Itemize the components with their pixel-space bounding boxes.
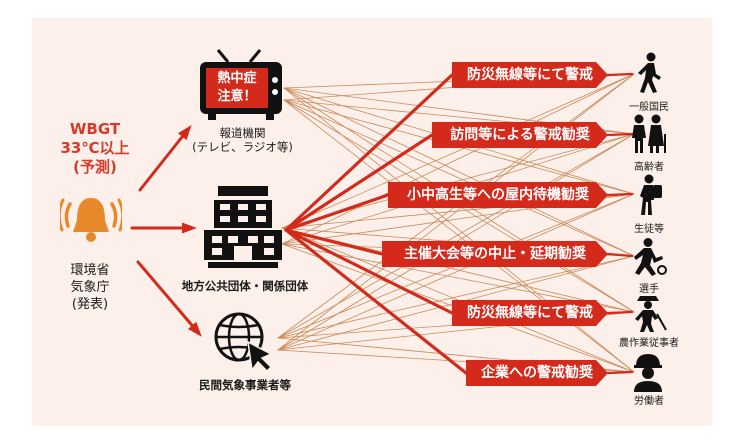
media-label-line-1: 報道機関: [219, 126, 266, 140]
thin-connector-9: [283, 99, 635, 257]
thin-connector-18: [281, 73, 635, 245]
thin-connector-32: [277, 193, 635, 351]
media-label-line-2: (テレビ、ラジオ等): [192, 140, 293, 154]
tv-screen-line-1: 熱中症: [217, 71, 257, 86]
red-connector-3: [284, 228, 384, 256]
elderly-couple-icon: [632, 114, 666, 153]
recipient-label-6: 労働者: [634, 396, 664, 407]
student-icon: [640, 174, 662, 215]
wbgt-forecast: WBGT 33℃以上 (予測): [50, 120, 140, 177]
recipient-arrow-0: [606, 72, 634, 77]
worker-icon: [634, 354, 662, 392]
tv-screen-text: 熱中症 注意！: [206, 70, 268, 106]
message-box-6: 企業への警戒勧奨: [466, 360, 608, 386]
alarm-bell-icon: [60, 198, 122, 242]
wbgt-line-2: 33℃以上: [60, 139, 130, 157]
building-icon: [204, 186, 282, 268]
globe-cursor-icon: [214, 312, 273, 372]
walking-person-icon: [638, 52, 661, 93]
recipient-arrow-1: [606, 132, 634, 137]
recipient-label-1: 一般国民: [629, 102, 669, 113]
message-box-2: 訪問等による警戒勧奨: [432, 122, 608, 148]
agency-line-3: (発表): [71, 297, 109, 312]
recipient-label-5: 農作業従事者: [619, 338, 679, 349]
recipient-arrow-5: [606, 370, 634, 375]
diagram-background: [32, 18, 712, 426]
message-box-3: 小中高生等への屋内待機勧奨: [388, 182, 608, 208]
red-connector-4: [284, 228, 454, 315]
arrow-to-weather-company: [136, 260, 198, 332]
red-connector-0: [284, 73, 454, 232]
tv-icon: 熱中症 注意！: [198, 48, 284, 122]
media-label: 報道機関 (テレビ、ラジオ等): [180, 126, 305, 154]
message-box-4: 主催大会等の中止・延期勧奨: [382, 241, 608, 267]
arrow-to-media: [138, 130, 188, 192]
red-connector-2: [284, 193, 390, 232]
recipient-arrow-3: [606, 252, 634, 258]
recipient-arrow-2: [606, 192, 634, 197]
weather-company-label: 民間気象事業者等: [199, 378, 291, 392]
recipient-arrow-4: [606, 310, 634, 315]
recipient-label-2: 高齢者: [634, 162, 664, 173]
agency-line-1: 環境省: [70, 263, 110, 278]
red-connector-5: [284, 228, 468, 375]
recipient-label-3: 生徒等: [634, 224, 664, 235]
message-box-1: 防災無線等にて警戒: [452, 62, 608, 88]
agency-label: 環境省 気象庁 (発表): [55, 262, 125, 313]
farmer-icon: [635, 296, 667, 332]
recipient-label-4: 選手: [639, 284, 659, 295]
wbgt-line-1: WBGT: [69, 120, 121, 138]
wbgt-line-3: (予測): [73, 158, 117, 176]
athlete-icon: [634, 238, 667, 276]
message-box-5: 防災無線等にて警戒: [452, 300, 608, 326]
thin-connector-11: [283, 99, 635, 373]
arrow-to-media-head: [178, 124, 192, 141]
building-label: 地方公共団体・関係団体: [181, 279, 309, 293]
tv-screen-line-2: 注意！: [217, 89, 257, 104]
thin-connector-30: [277, 73, 635, 351]
arrow-to-weather-company-head: [187, 321, 202, 337]
thin-connector-16: [281, 227, 635, 313]
agency-line-2: 気象庁: [70, 280, 110, 295]
thin-connector-12: [281, 73, 635, 229]
red-connector-1: [284, 133, 434, 232]
arrow-to-government-head: [182, 222, 197, 234]
